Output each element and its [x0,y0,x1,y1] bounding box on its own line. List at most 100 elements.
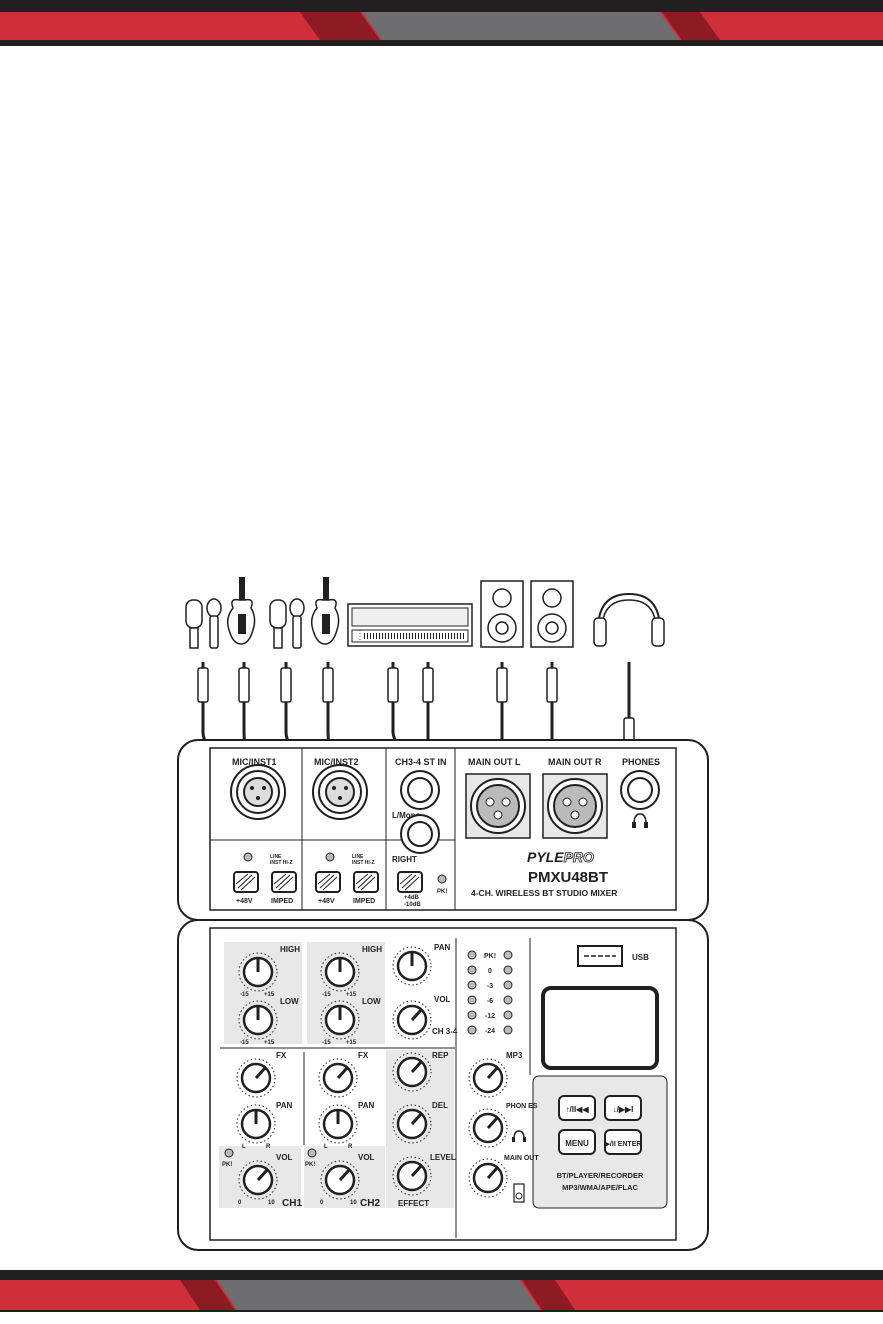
headphones-icon [512,1130,526,1142]
prev-up-button[interactable]: ↑/II◀◀ [558,1095,596,1121]
lcd-display [541,986,659,1070]
eq-max-label: +15 [346,992,357,998]
speaker-small-icon [513,1183,525,1203]
main-out-r-xlr-jack[interactable] [542,773,608,839]
pan-label: PAN [358,1101,375,1110]
cable-plugs [197,667,635,749]
keyboard-icon [347,603,473,647]
low-label: LOW [280,997,299,1006]
mixer-connection-diagram: MIC/INST1 MIC/INST2 CH3-4 ST IN L/Mono R… [160,575,720,1265]
svg-text:▶/II ENTER: ▶/II ENTER [604,1141,642,1148]
ch2-phantom-switch[interactable] [315,871,341,893]
line-label: LINE [270,854,282,860]
model-name: PMXU48BT [528,869,608,886]
phones-level-label: PHON ES [506,1103,538,1110]
svg-text:↓/▶▶I: ↓/▶▶I [613,1105,634,1114]
knob-min-label: 0 [238,1200,242,1206]
knob-max-label: 10 [268,1200,275,1206]
ch1-pk-led [224,1148,234,1158]
fx-label: FX [358,1051,369,1060]
inst-hiz-label: INST HI-Z [270,860,293,866]
electric-guitar-icon [226,577,256,645]
pan-label: PAN [434,943,451,952]
pan-label: PAN [276,1101,293,1110]
main-out-r-label: MAIN OUT R [548,757,602,767]
meter-label: 0 [488,968,492,975]
pan-r-label: R [266,1144,271,1150]
ch2-impedance-switch[interactable] [353,871,379,893]
ch1-label: CH1 [282,1198,302,1209]
effect-label: EFFECT [398,1199,429,1208]
eq-min-label: -15 [322,1040,331,1046]
level-meter [467,950,513,1035]
bottom-banner [0,1270,883,1324]
svg-text:MENU: MENU [565,1139,589,1148]
ch1-led [243,852,253,862]
mp3-label: MP3 [506,1051,523,1060]
ch2-led [325,852,335,862]
ch2-pk-led [307,1148,317,1158]
vol-label: VOL [434,995,451,1004]
dynamic-mic-icon [206,598,222,649]
high-label: HIGH [280,945,300,954]
ch1-impedance-switch[interactable] [271,871,297,893]
rep-label: REP [432,1051,449,1060]
low-label: LOW [362,997,381,1006]
mic-inst-2-label: MIC/INST2 [314,757,359,767]
meter-label: -3 [487,983,493,990]
phantom-label: +48V [318,898,335,905]
condenser-mic-icon [185,599,203,649]
pan-l-label: L [242,1144,246,1150]
top-banner [0,0,883,46]
level-label: LEVEL [430,1153,456,1162]
headphones-icon [593,592,665,647]
ch34-level-switch[interactable] [397,871,423,893]
vol-label: VOL [358,1153,375,1162]
player-info-line1: BT/PLAYER/RECORDER [557,1171,644,1180]
usb-label: USB [632,953,649,962]
condenser-mic-icon [269,599,287,649]
pan-r-label: R [348,1144,353,1150]
imped-label: IMPED [271,898,293,905]
pan-l-label: L [324,1144,328,1150]
brand-logo: PYLEPRO [527,849,594,865]
eq-max-label: +15 [264,1040,275,1046]
ch34-left-jack[interactable] [400,770,440,810]
mic-inst-1-label: MIC/INST1 [232,757,277,767]
meter-label: -24 [485,1028,495,1035]
mic-inst-2-combo-jack[interactable] [312,764,368,820]
pk-label: PK! [222,1162,232,1168]
minus10db-label: -10dB [404,902,421,908]
eq-max-label: +15 [264,992,275,998]
ch34-st-in-label: CH3-4 ST IN [395,757,447,767]
eq-min-label: -15 [322,992,331,998]
mic-inst-1-combo-jack[interactable] [230,764,286,820]
imped-label: IMPED [353,898,375,905]
ch34-right-jack[interactable] [400,814,440,854]
phantom-label: +48V [236,898,253,905]
speaker-icon [530,580,574,648]
knob-min-label: 0 [320,1200,324,1206]
phones-jack[interactable] [620,770,660,810]
ch34-label: CH 3-4 [432,1027,458,1036]
main-out-label: MAIN OUT [504,1155,539,1162]
menu-button[interactable]: MENU [558,1129,596,1155]
pk-label: PK! [437,889,447,895]
eq-max-label: +15 [346,1040,357,1046]
electric-guitar-icon [310,577,340,645]
fx-label: FX [276,1051,287,1060]
high-label: HIGH [362,945,382,954]
main-out-l-xlr-jack[interactable] [465,773,531,839]
player-info-line2: MP3/WMA/APE/FLAC [562,1183,638,1192]
l-mono-label: L/Mono [392,811,421,820]
vol-label: VOL [276,1153,293,1162]
play-pause-enter-button[interactable]: ▶/II ENTER [604,1129,642,1155]
right-label: RIGHT [392,855,417,864]
ch1-phantom-switch[interactable] [233,871,259,893]
product-subtitle: 4-CH. WIRELESS BT STUDIO MIXER [471,888,617,898]
meter-label: -6 [487,998,493,1005]
svg-text:↑/II◀◀: ↑/II◀◀ [566,1105,590,1114]
plus4db-label: +4dB [404,895,420,901]
eq-min-label: -15 [240,1040,249,1046]
next-down-button[interactable]: ↓/▶▶I [604,1095,642,1121]
